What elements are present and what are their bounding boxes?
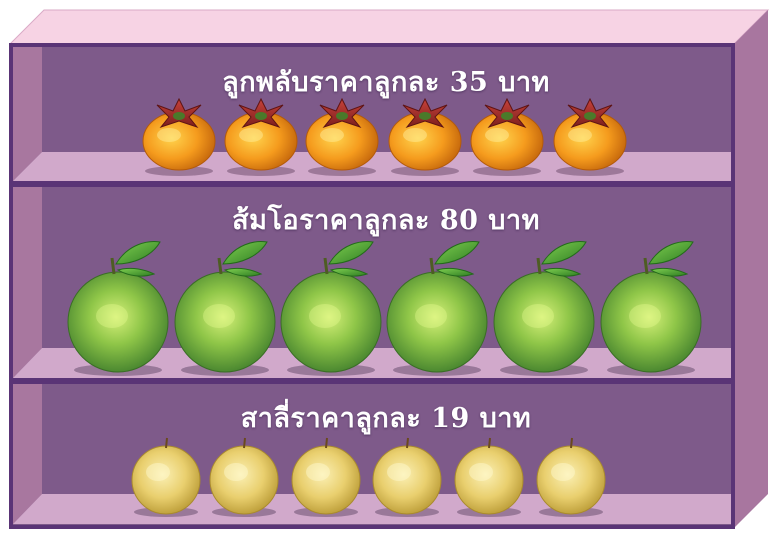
pomelo-price-label: ส้มโอราคาลูกละ 80 บาท <box>232 205 540 236</box>
pomelo-icon <box>386 241 488 376</box>
cabinet-frame <box>9 43 735 529</box>
persimmon-icon <box>388 97 462 176</box>
pomelo-icon <box>493 241 595 376</box>
asian-pear-price-label: สาลี่ราคาลูกละ 19 บาท <box>240 403 532 434</box>
left-wall-1 <box>13 47 42 181</box>
left-wall-2 <box>13 187 42 378</box>
persimmon-icon <box>224 97 298 176</box>
left-wall-3 <box>13 384 42 524</box>
persimmon-icon <box>470 97 544 176</box>
cabinet-right-side <box>734 10 768 528</box>
pomelo-icon <box>67 241 169 376</box>
persimmon-icon <box>305 97 379 176</box>
asian-pear-icon <box>454 437 524 517</box>
shelf-board-3 <box>13 494 731 524</box>
persimmon-icon <box>142 97 216 176</box>
asian-pear-icon <box>536 437 606 517</box>
shelf-divider-2 <box>10 378 734 384</box>
asian-pear-icon <box>372 437 442 517</box>
pomelo-icon <box>280 241 382 376</box>
pomelo-icon <box>600 241 702 376</box>
shelf-divider-1 <box>10 181 734 187</box>
asian-pear-icon <box>291 437 361 517</box>
asian-pear-icon <box>209 437 279 517</box>
persimmon-icon <box>553 97 627 176</box>
pomelo-icon <box>174 241 276 376</box>
asian-pear-row <box>131 437 606 517</box>
persimmon-price-label: ลูกพลับราคาลูกละ 35 บาท <box>222 67 550 98</box>
persimmon-row <box>142 97 627 176</box>
pomelo-row <box>67 241 702 376</box>
cabinet-top <box>8 9 770 45</box>
asian-pear-icon <box>131 437 201 517</box>
